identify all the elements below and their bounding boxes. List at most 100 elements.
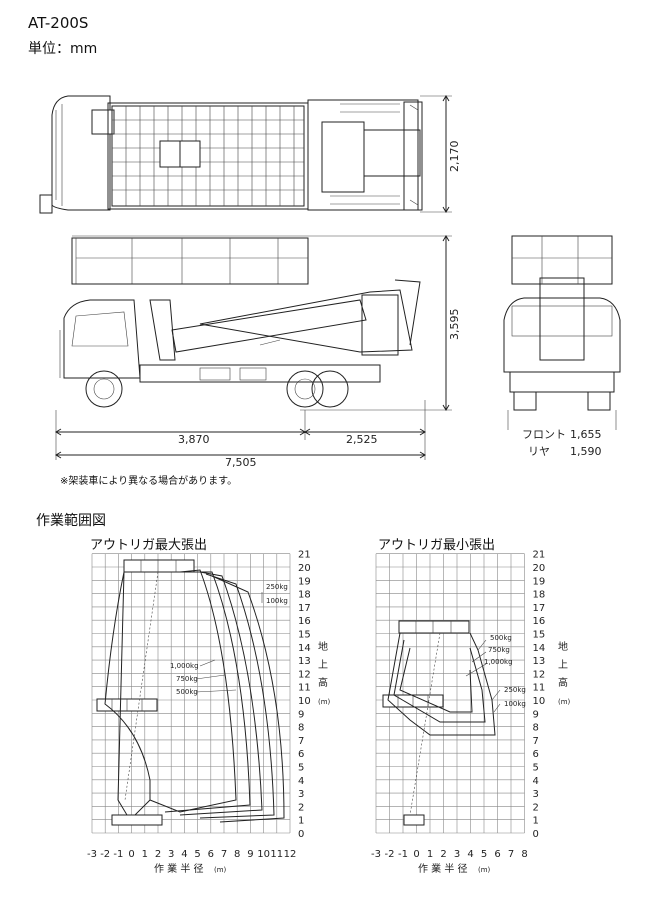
x-tick-label: 5 — [194, 849, 200, 860]
y-tick-label: 10 — [533, 696, 546, 707]
disclaimer-note: ※架装車により異なる場合があります。 — [60, 476, 238, 487]
y-tick-label: 14 — [298, 643, 311, 654]
platform-max-height — [123, 559, 195, 573]
load-label-min-100kg: 100kg — [504, 700, 526, 708]
y-tick-label: 9 — [533, 709, 539, 720]
top-view-drawing: 2,170 — [39, 95, 461, 214]
y-tick-label: 13 — [298, 656, 311, 667]
x-axis-label-2: 作 業 半 径 — [418, 862, 468, 875]
x-tick-label: 8 — [234, 849, 240, 860]
envelope-500kg — [179, 571, 263, 816]
y-axis-char-1c: 高 — [318, 676, 328, 689]
load-label-min-1000kg: 1,000kg — [484, 658, 513, 666]
y-tick-label: 2 — [298, 802, 304, 813]
y-axis-char-2c: 高 — [558, 676, 568, 689]
load-label-500kg: 500kg — [176, 688, 198, 696]
x-tick-label: 6 — [494, 849, 500, 860]
y-axis-unit-2: (m) — [558, 698, 571, 706]
envelope-inner — [104, 571, 151, 821]
x-tick-label: -3 — [371, 849, 381, 860]
y-tick-label: 0 — [298, 829, 304, 840]
y-tick-label: 10 — [298, 696, 311, 707]
y-tick-label: 12 — [533, 669, 546, 680]
envelope-min-250kg — [393, 639, 486, 723]
x-tick-label: 6 — [208, 849, 214, 860]
y-tick-label: 8 — [298, 723, 304, 734]
y-tick-label: 3 — [533, 789, 539, 800]
unit-label: 単位：mm — [28, 41, 98, 57]
envelope-750kg — [164, 571, 251, 813]
x-tick-label: 1 — [427, 849, 433, 860]
y-tick-label: 6 — [533, 749, 539, 760]
load-label-min-250kg: 250kg — [504, 686, 526, 694]
platform-min-top — [398, 620, 470, 634]
y-tick-label: 4 — [533, 776, 539, 787]
x-tick-label: -2 — [100, 849, 110, 860]
envelope-min-100kg — [387, 632, 496, 736]
x-tick-label: 8 — [521, 849, 527, 860]
x-axis-unit-1: (m) — [214, 866, 227, 874]
x-tick-label: 7 — [221, 849, 227, 860]
chart-title-min-outrigger: アウトリガ最小張出 — [378, 538, 496, 553]
x-tick-label: 11 — [270, 849, 283, 860]
dim-overall-length: 7,505 — [225, 456, 257, 469]
y-tick-label: 16 — [298, 616, 311, 627]
envelope-100kg — [211, 575, 285, 823]
y-tick-label: 7 — [533, 736, 539, 747]
y-tick-label: 4 — [298, 776, 304, 787]
dim-axle-to-rear: 2,525 — [346, 433, 378, 446]
x-tick-label: 4 — [467, 849, 473, 860]
x-tick-label: 9 — [247, 849, 253, 860]
envelope-min-500kg — [399, 647, 473, 713]
y-tick-label: 20 — [533, 563, 546, 574]
y-tick-label: 1 — [533, 816, 539, 827]
y-tick-label: 3 — [298, 789, 304, 800]
load-label-250kg: 250kg — [266, 583, 288, 591]
x-axis-label-1: 作 業 半 径 — [154, 862, 204, 875]
dim-width-top: 2,170 — [448, 141, 461, 173]
y-tick-label: 9 — [298, 709, 304, 720]
envelope-250kg — [199, 573, 275, 819]
y-axis-char-2a: 地 — [558, 640, 568, 653]
y-tick-label: 15 — [533, 630, 546, 641]
x-tick-label: -2 — [385, 849, 395, 860]
y-tick-label: 17 — [533, 603, 546, 614]
envelope-1000kg — [149, 569, 237, 813]
x-tick-label: 5 — [481, 849, 487, 860]
section-title: 作業範囲図 — [36, 513, 106, 529]
y-tick-label: 5 — [533, 763, 539, 774]
y-tick-label: 2 — [533, 802, 539, 813]
side-view-drawing: 3,595 3,870 2,525 7,505 — [55, 235, 461, 469]
x-tick-label: 4 — [181, 849, 187, 860]
dim-front-to-axle: 3,870 — [178, 433, 210, 446]
y-tick-label: 7 — [298, 736, 304, 747]
y-tick-label: 0 — [533, 829, 539, 840]
load-label-750kg: 750kg — [176, 675, 198, 683]
y-axis-char-1a: 地 — [318, 640, 328, 653]
y-tick-label: 8 — [533, 723, 539, 734]
chart-title-max-outrigger: アウトリガ最大張出 — [90, 538, 208, 553]
front-track-label: フロント — [522, 428, 566, 441]
y-tick-label: 17 — [298, 603, 311, 614]
rear-track-label: リヤ — [528, 445, 550, 458]
x-tick-label: -1 — [398, 849, 408, 860]
model-name: AT-200S — [28, 14, 89, 32]
x-tick-label: 7 — [508, 849, 514, 860]
load-label-min-750kg: 750kg — [488, 646, 510, 654]
x-tick-label: 0 — [128, 849, 134, 860]
y-tick-label: 11 — [533, 683, 546, 694]
x-tick-label: 3 — [168, 849, 174, 860]
y-tick-label: 5 — [298, 763, 304, 774]
x-axis-unit-2: (m) — [478, 866, 491, 874]
x-tick-label: 0 — [413, 849, 419, 860]
load-label-1000kg: 1,000kg — [170, 662, 199, 670]
rear-track-value: 1,590 — [570, 445, 602, 458]
x-tick-label: -3 — [87, 849, 97, 860]
load-label-min-500kg: 500kg — [490, 634, 512, 642]
x-tick-label: 2 — [440, 849, 446, 860]
y-tick-label: 21 — [533, 550, 546, 561]
y-tick-label: 13 — [533, 656, 546, 667]
y-axis-unit-1: (m) — [318, 698, 331, 706]
